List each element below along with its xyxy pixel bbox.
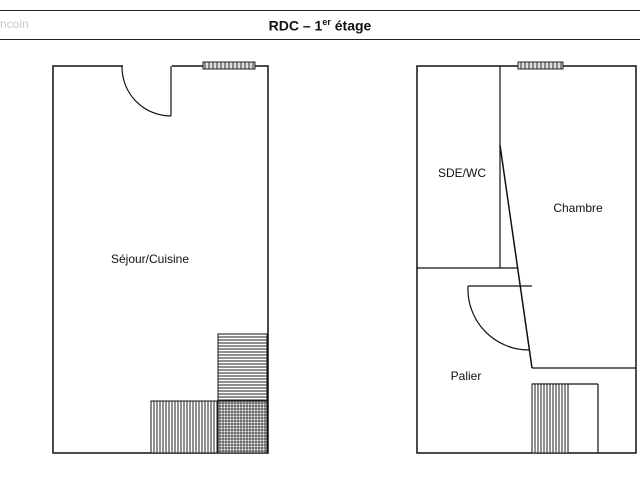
right-stairs: [531, 383, 569, 454]
left-stairs-lower: [150, 400, 219, 454]
title-rest: étage: [330, 17, 372, 34]
title-main: RDC – 1: [268, 17, 323, 34]
right-floor-plan: SDE/WC Chambre Palier: [416, 61, 637, 454]
left-door-swing: [121, 65, 172, 117]
left-radiator-icon: [202, 61, 256, 70]
wall-slanted: [499, 144, 533, 369]
page-title: RDC – 1er étage: [0, 17, 640, 34]
title-bar: RDC – 1er étage: [0, 10, 640, 40]
left-floor-plan: Séjour/Cuisine: [52, 61, 269, 454]
room-label-chambre: Chambre: [553, 201, 603, 215]
right-plan-outline: [416, 65, 637, 454]
title-superscript: er: [322, 17, 331, 27]
room-label-sde-wc: SDE/WC: [438, 166, 486, 180]
right-radiator-icon: [517, 61, 564, 70]
left-stairs-landing: [217, 400, 268, 454]
watermark-text: ncoin: [0, 17, 29, 31]
room-label-palier: Palier: [451, 369, 482, 383]
left-stairs-upper: [217, 333, 268, 402]
chambre-door-swing: [467, 285, 530, 351]
room-label-sejour: Séjour/Cuisine: [111, 252, 189, 266]
